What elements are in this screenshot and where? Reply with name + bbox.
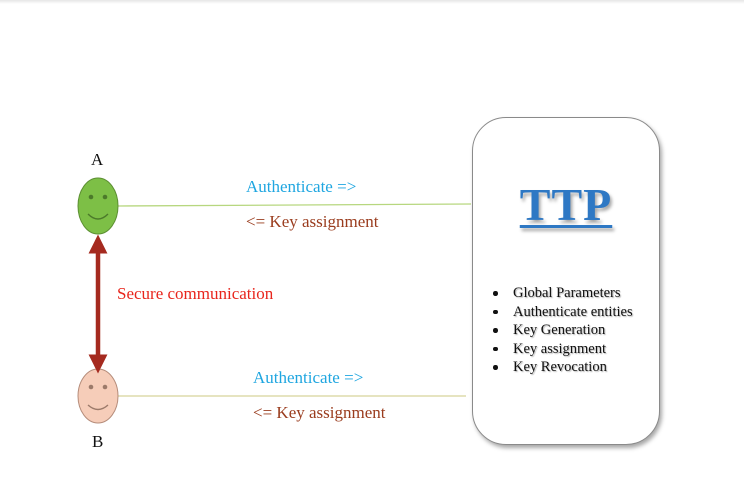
node-b-label: B (92, 432, 104, 451)
a-key-assignment-label: <= Key assignment (246, 212, 379, 231)
node-a-label: A (91, 150, 104, 169)
ttp-title: TTP (519, 179, 613, 230)
node-a-smiley (77, 177, 119, 235)
a-authenticate-label: Authenticate => (246, 177, 357, 196)
ttp-item-key-generation: Key Generation (491, 321, 633, 340)
ttp-item-key-assignment: Key assignment (491, 340, 633, 359)
ttp-box: TTP Global Parameters Authenticate entit… (472, 117, 660, 445)
top-edge-shade (0, 0, 744, 4)
b-authenticate-label: Authenticate => (253, 368, 364, 387)
ttp-item-authenticate-entities: Authenticate entities (491, 303, 633, 322)
ttp-item-key-revocation: Key Revocation (491, 358, 633, 377)
ttp-item-global-parameters: Global Parameters (491, 284, 633, 303)
node-b-smiley (77, 368, 119, 424)
ttp-function-list: Global Parameters Authenticate entities … (491, 284, 633, 377)
link-line-a (117, 203, 472, 207)
secure-communication-label: Secure communication (117, 284, 274, 303)
b-key-assignment-label: <= Key assignment (253, 403, 386, 422)
